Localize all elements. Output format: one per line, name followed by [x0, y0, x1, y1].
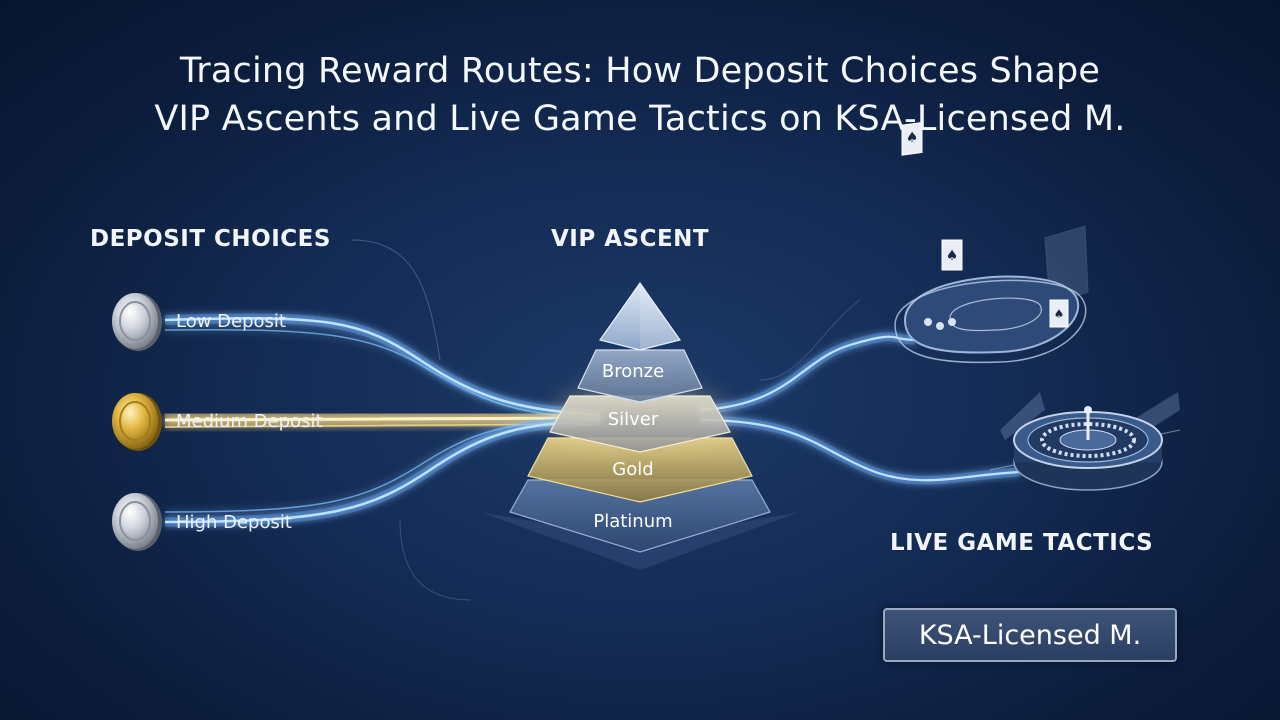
route-high-deposit: [164, 415, 601, 527]
heading-vip-ascent: VIP ASCENT: [551, 226, 710, 252]
svg-text:♠: ♠: [946, 248, 959, 264]
coin-icon: [112, 493, 162, 551]
tier-bronze: [577, 349, 703, 403]
tier-silver: [549, 395, 731, 453]
coin-icon: [112, 293, 162, 351]
route-low-deposit: [164, 313, 601, 420]
page-title-line-1: Tracing Reward Routes: How Deposit Choic…: [179, 51, 1101, 91]
deposit-label-medium: Medium Deposit: [176, 411, 323, 432]
route-to-card-table: [699, 332, 916, 415]
heading-live-game-tactics: LIVE GAME TACTICS: [890, 530, 1154, 556]
coin-icon: [112, 393, 162, 451]
card-table-icon: ♠ ♠ ♠: [894, 121, 1089, 364]
deposit-label-high: High Deposit: [176, 512, 292, 533]
page-title-line-2: VIP Ascents and Live Game Tactics on KSA…: [154, 99, 1126, 139]
heading-deposit-choices: DEPOSIT CHOICES: [90, 226, 331, 252]
vip-pyramid: [480, 281, 800, 570]
deposit-label-low: Low Deposit: [176, 311, 286, 332]
roulette-wheel-icon: [989, 392, 1181, 491]
svg-text:♠: ♠: [1054, 307, 1065, 321]
svg-text:♠: ♠: [906, 129, 919, 147]
license-badge: KSA-Licensed M.: [883, 608, 1177, 662]
route-to-roulette: [699, 415, 1021, 485]
